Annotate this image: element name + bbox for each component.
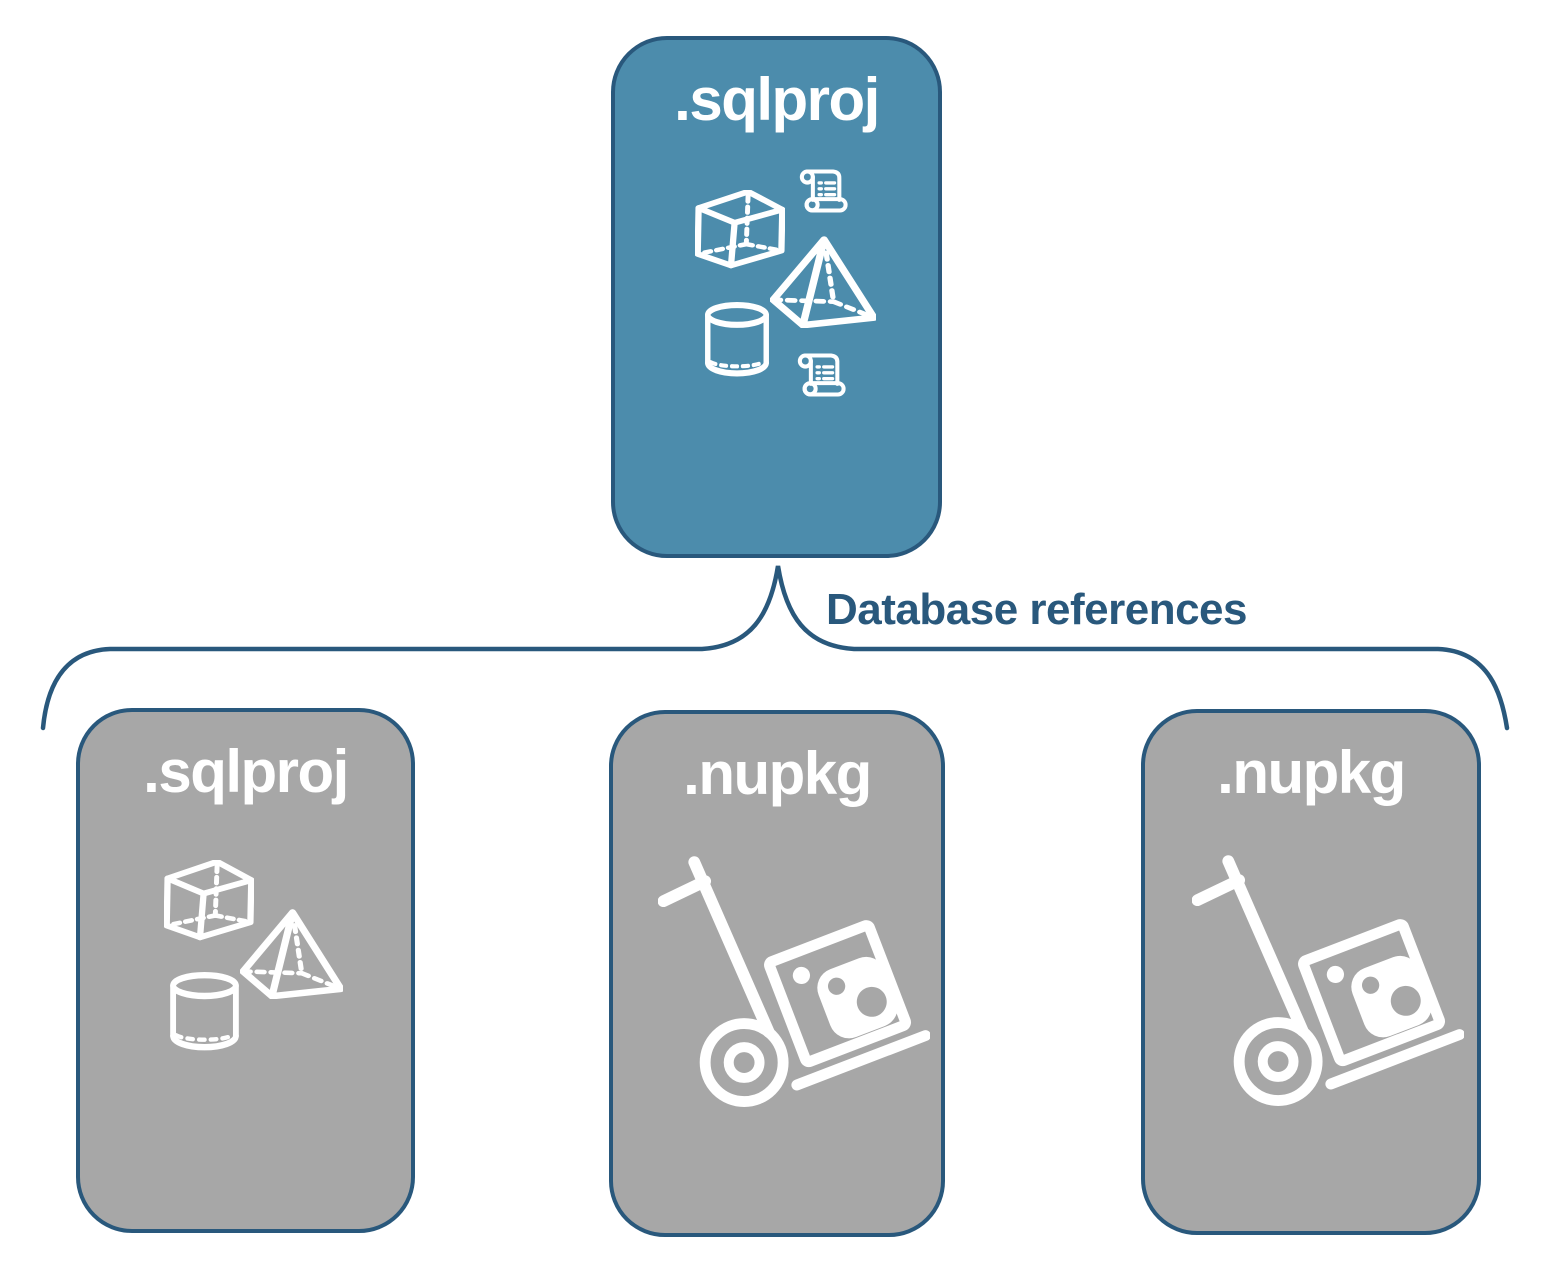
node-nupkg-child: .nupkg	[1141, 709, 1481, 1235]
cylinder-icon	[168, 972, 241, 1052]
scroll-icon	[795, 350, 851, 400]
node-title: .nupkg	[1217, 739, 1406, 806]
cylinder-icon	[703, 302, 771, 378]
node-sqlproj-root: .sqlproj	[611, 36, 942, 558]
hand-truck-package-icon	[658, 854, 930, 1126]
pyramid-icon	[240, 907, 343, 999]
scroll-icon	[797, 166, 853, 216]
connector-label: Database references	[826, 585, 1247, 634]
node-sqlproj-child: .sqlproj	[76, 708, 415, 1233]
pyramid-icon	[770, 234, 876, 328]
node-title: .sqlproj	[674, 66, 880, 133]
hand-truck-package-icon	[1192, 853, 1464, 1125]
node-title: .sqlproj	[143, 738, 349, 805]
node-nupkg-child: .nupkg	[609, 710, 945, 1237]
node-title: .nupkg	[683, 740, 872, 807]
